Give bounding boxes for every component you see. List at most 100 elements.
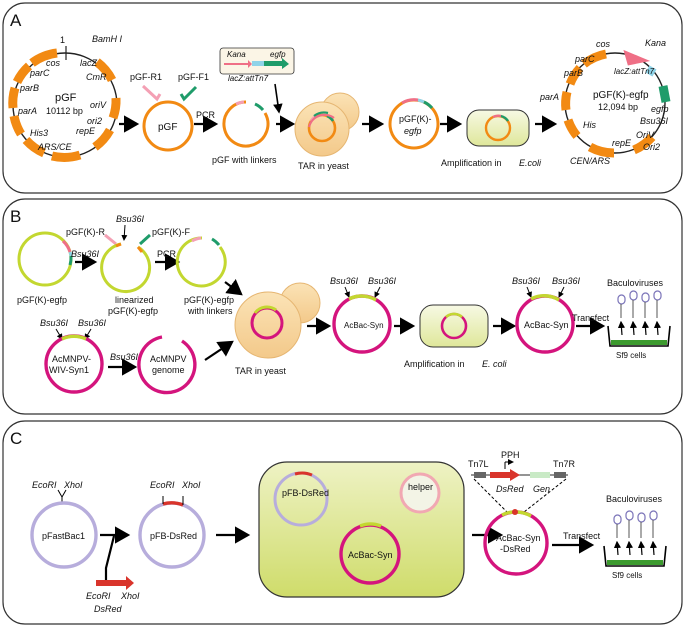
acbac-syn-plasmid-b1: [332, 294, 392, 354]
pgfk-small-label-2: egfp: [404, 126, 422, 136]
pgf-label-oriv: oriV: [90, 100, 107, 110]
acbac-syn-dsred-plasmid: [483, 509, 549, 576]
final-label-his: His: [583, 120, 596, 130]
arrow-b5: [204, 340, 234, 361]
insert-kana-label: Kana: [227, 50, 246, 59]
sf9-label-b: Sf9 cells: [616, 351, 646, 360]
genome-label-2: genome: [152, 365, 185, 375]
pgfk-egfp-label-b: pGF(K)-egfp: [17, 295, 67, 305]
acmnpv-label-2: WIV-Syn1: [49, 365, 89, 375]
final-label-bsu36i: Bsu36I: [640, 116, 669, 126]
pgf-small-label: pGF: [158, 122, 177, 133]
pgf-label-bamhi: BamH I: [92, 34, 123, 44]
pgf-label-ori2: ori2: [87, 116, 102, 126]
pgf-label-parc: parC: [29, 68, 50, 78]
baculoviruses-label-c: Baculoviruses: [606, 494, 663, 504]
tar-yeast-label-b: TAR in yeast: [235, 366, 286, 376]
ecoli-label-b: E. coli: [482, 359, 508, 369]
panel-b-letter: B: [10, 207, 21, 226]
ecoli-cell-a: [466, 109, 530, 147]
linearized-label-1: linearized: [115, 295, 154, 305]
dsred-label-c1: DsRed: [94, 604, 123, 614]
tar-yeast-label-a: TAR in yeast: [298, 161, 349, 171]
final-label-para: parA: [539, 92, 559, 102]
pgfk-egfp-plasmid-map: cos Kana parC lacZ:attTn7 parB egfp parA…: [539, 38, 671, 166]
pgf-label-repe: repE: [76, 126, 96, 136]
acmnpv-label-1: AcMNPV-: [52, 354, 91, 364]
acmnpv-wiv-syn1-plasmid: [44, 334, 104, 394]
pgfk-linkers-label-2: with linkers: [187, 306, 233, 316]
transfect-label-b: Transfect: [572, 313, 610, 323]
acbac-label-c1: AcBac-Syn: [348, 550, 393, 560]
helper-label: helper: [408, 482, 433, 492]
ecoli-label-a: E.coli: [519, 158, 542, 168]
kana-egfp-insert: Kana egfp lacZ:attTn7: [219, 47, 295, 83]
panel-a: A 1 BamH I cos lacZ CmR parC parB: [2, 2, 683, 194]
pfb-dsred-plasmid: [138, 496, 206, 569]
dsred-label-c2: DsRed: [496, 484, 525, 494]
final-label-cen-ars: CEN/ARS: [570, 156, 610, 166]
final-label-parb: parB: [563, 68, 583, 78]
pfb-dsred-label-1: pFB-DsRed: [150, 531, 197, 541]
bsu36i-label-b1: Bsu36I: [71, 249, 100, 259]
bsu36i-label-b7: Bsu36I: [368, 276, 397, 286]
bsu36i-label-b9: Bsu36I: [552, 276, 581, 286]
baculovirus-dish-b: Baculoviruses Sf9 cells: [607, 278, 671, 360]
pcr-label-b: PCR: [157, 249, 177, 259]
pgf-label-cos: cos: [46, 58, 61, 68]
pgf-label-his3: His3: [30, 128, 48, 138]
pgf-name: pGF: [55, 92, 77, 104]
amplification-label-a: Amplification in: [441, 158, 502, 168]
linearized-label-2: pGF(K)-egfp: [108, 306, 158, 316]
pgf-label-cmr: CmR: [86, 72, 107, 82]
primer-pgfk-f: pGF(K)-F: [152, 227, 190, 237]
panel-c: C EcoRI XhoI pFastBac1 EcoRI XhoI DsRed …: [2, 420, 683, 625]
ecori-label-c1: EcoRI: [32, 480, 57, 490]
final-map-name: pGF(K)-egfp: [593, 90, 649, 101]
bsu36i-label-b6: Bsu36I: [330, 276, 359, 286]
pgf-label-lacz: lacZ: [80, 58, 98, 68]
pgf-label-para: parA: [17, 106, 37, 116]
acbac-label-b1: AcBac-Syn: [344, 321, 384, 330]
yeast-cell-a: [294, 92, 360, 157]
gen-label: Gen: [533, 484, 550, 494]
final-label-repe: repE: [612, 138, 632, 148]
yeast-cell-b: [234, 282, 321, 359]
pgf-with-linkers-label: pGF with linkers: [212, 155, 277, 165]
xhoi-label-c3: XhoI: [181, 480, 201, 490]
panel-c-letter: C: [10, 429, 22, 448]
bsu36i-label-b4: Bsu36I: [78, 318, 107, 328]
xhoi-label-c1: XhoI: [63, 480, 83, 490]
baculovirus-dish-c: Baculoviruses Sf9 cells: [603, 494, 667, 580]
panel-a-frame: [2, 2, 683, 194]
final-label-lacz-attn7: lacZ:attTn7: [614, 67, 655, 76]
panel-b: B pGF(K)-egfp Bsu36I pGF(K)-R pGF(K)-F B…: [2, 198, 683, 415]
bsu36i-label-b8: Bsu36I: [512, 276, 541, 286]
pgf-size: 10112 bp: [46, 106, 83, 116]
final-label-cos: cos: [596, 39, 611, 49]
acbac-syn-plasmid-b2: [515, 294, 575, 354]
acmnpv-genome: [137, 335, 197, 395]
bsu36i-label-b5: Bsu36I: [110, 352, 139, 362]
pfb-dsred-label-2: pFB-DsRed: [282, 488, 329, 498]
acbac-dsred-label-1: AcBac-Syn: [496, 533, 541, 543]
primer-pgf-r1: pGF-R1: [130, 72, 162, 82]
panel-c-frame: [2, 420, 683, 625]
pph-label: PPH: [501, 450, 520, 460]
pgf-linkers-plasmid: [222, 100, 270, 148]
pgfk-linkers-label-1: pGF(K)-egfp: [184, 295, 234, 305]
transfect-label-c: Transfect: [563, 531, 601, 541]
ecori-label-c3: EcoRI: [150, 480, 175, 490]
xhoi-label-c2: XhoI: [120, 591, 140, 601]
acbac-label-b2: AcBac-Syn: [524, 320, 569, 330]
pfastbac1-label: pFastBac1: [42, 531, 85, 541]
primers-a: pGF-R1 pGF-F1: [130, 72, 209, 102]
ecoli-cell-b: [419, 304, 489, 348]
pgfk-egfp-small-plasmid: pGF(K)- egfp: [388, 98, 440, 150]
primer-pgf-f1: pGF-F1: [178, 72, 209, 82]
pgf-label-arsce: ARS/CE: [37, 142, 73, 152]
bsu36i-label-b2: Bsu36I: [116, 214, 145, 224]
pgf-label-1: 1: [60, 35, 65, 45]
pgfk-egfp-plasmid-b: [17, 231, 73, 287]
sf9-label-c: Sf9 cells: [612, 571, 642, 580]
